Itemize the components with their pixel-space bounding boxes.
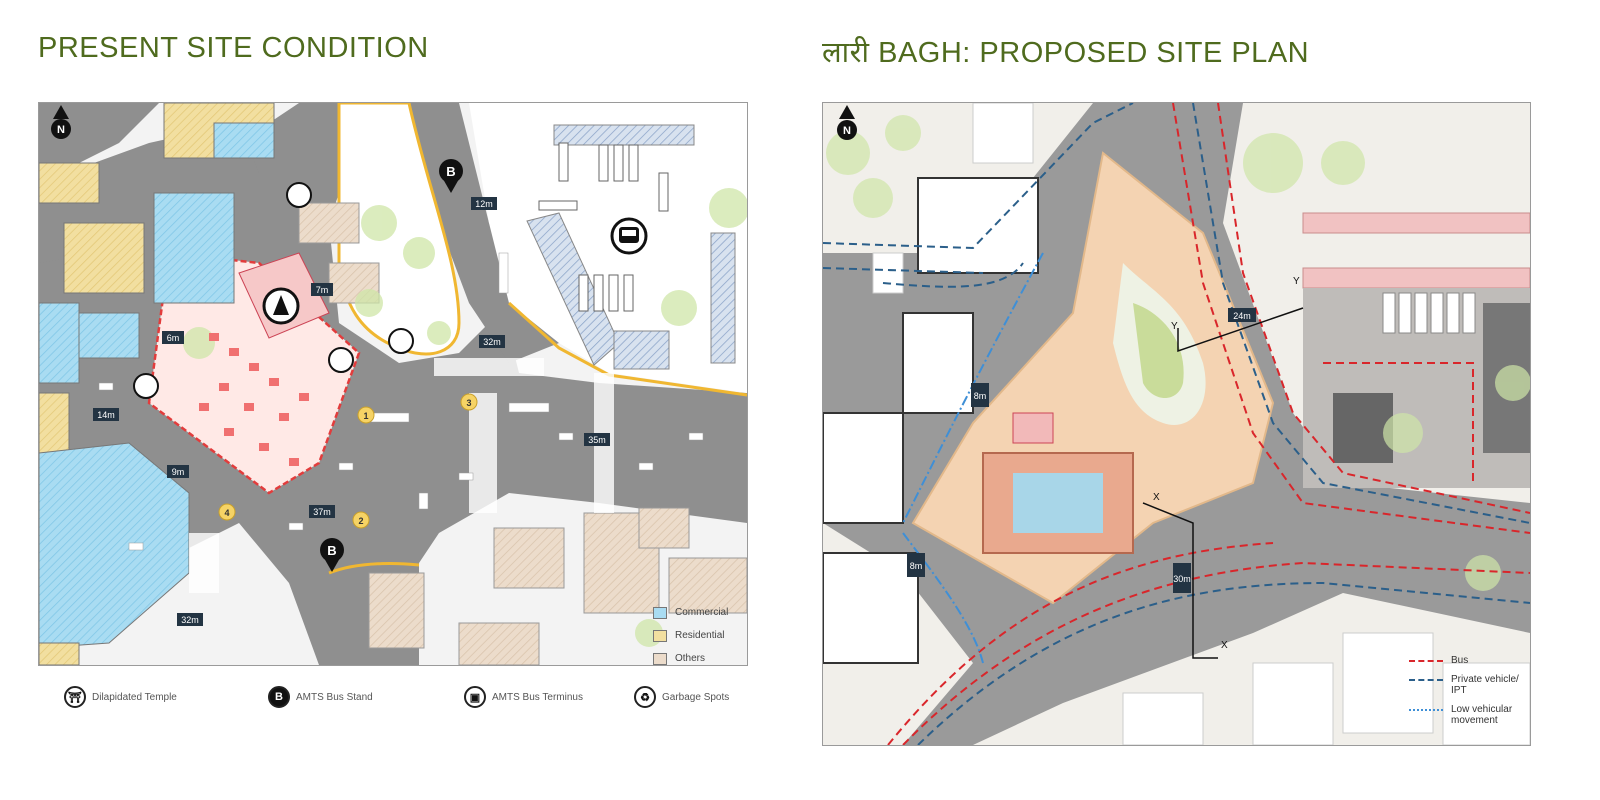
landuse-legend: Commercial Residential Others <box>653 601 728 665</box>
dimension-label: 14m <box>97 410 115 420</box>
numbered-marker[interactable]: 3 <box>460 393 478 411</box>
garbage-icon: ♻ <box>634 686 656 708</box>
bus-stand-icon: B <box>268 686 290 708</box>
legend-item-temple: ⛩ Dilapidated Temple <box>64 686 177 708</box>
numbered-marker[interactable]: 1 <box>357 406 375 424</box>
traffic-flow-legend: Bus Private vehicle/ IPT Low vehicular m… <box>1409 655 1521 734</box>
north-label: N <box>843 125 851 137</box>
legend-item-commercial: Commercial <box>653 601 728 624</box>
svg-text:3: 3 <box>466 398 471 408</box>
legend-item-bus: Bus <box>1409 655 1521 666</box>
dimension-label: 12m <box>475 199 493 209</box>
legend-item-residential: Residential <box>653 624 728 647</box>
north-arrow-icon: N <box>837 105 857 140</box>
numbered-marker[interactable]: 2 <box>352 511 370 529</box>
section-marker-y: Y <box>1171 321 1178 332</box>
dimension-label: 7m <box>316 285 329 295</box>
proposed-site-map[interactable]: Y Y X X 24m 8m 8m 30m N Bus Private vehi… <box>822 102 1531 746</box>
svg-text:B: B <box>327 543 336 558</box>
bus-stand-marker-south[interactable]: B <box>320 538 344 572</box>
north-arrow-icon: N <box>51 105 71 139</box>
dimension-label: 32m <box>181 615 199 625</box>
dimension-label: 37m <box>313 507 331 517</box>
dimension-label: 35m <box>588 435 606 445</box>
dimension-label: 32m <box>483 337 501 347</box>
svg-text:B: B <box>446 164 455 179</box>
svg-text:4: 4 <box>224 508 229 518</box>
garbage-icon <box>133 182 414 399</box>
section-marker-x: X <box>1153 492 1160 503</box>
dimension-label: 8m <box>910 561 923 571</box>
left-title: PRESENT SITE CONDITION <box>38 32 429 64</box>
svg-text:2: 2 <box>358 516 363 526</box>
bus-stand-marker-north[interactable]: B <box>439 159 463 193</box>
dimension-label: 24m <box>1233 311 1251 321</box>
right-title: लारी BAGH: PROPOSED SITE PLAN <box>822 37 1310 69</box>
temple-icon: ⛩ <box>64 686 86 708</box>
legend-item-private-vehicle: Private vehicle/ IPT <box>1409 674 1521 696</box>
svg-text:1: 1 <box>363 411 368 421</box>
dimension-label: 30m <box>1173 574 1191 584</box>
legend-item-bus-stand: B AMTS Bus Stand <box>268 686 373 708</box>
proposed-site-map-drawing: Y Y X X 24m 8m 8m 30m N <box>823 103 1530 745</box>
north-label: N <box>57 124 65 136</box>
section-marker-y: Y <box>1293 276 1300 287</box>
dimension-label: 6m <box>167 333 180 343</box>
dimension-label: 9m <box>172 467 185 477</box>
present-site-map[interactable]: N B B <box>38 102 748 666</box>
present-site-map-drawing: N B B <box>39 103 747 665</box>
bus-terminus-icon: ▣ <box>464 686 486 708</box>
legend-item-bus-terminus: ▣ AMTS Bus Terminus <box>464 686 583 708</box>
legend-item-low-vehicular: Low vehicular movement <box>1409 704 1521 726</box>
legend-item-others: Others <box>653 647 728 665</box>
dimension-label: 8m <box>974 391 987 401</box>
bus-terminus-icon <box>610 217 648 255</box>
legend-item-garbage: ♻ Garbage Spots <box>634 686 729 708</box>
temple-icon <box>262 287 300 325</box>
numbered-marker[interactable]: 4 <box>218 503 236 521</box>
section-marker-x: X <box>1221 640 1228 651</box>
